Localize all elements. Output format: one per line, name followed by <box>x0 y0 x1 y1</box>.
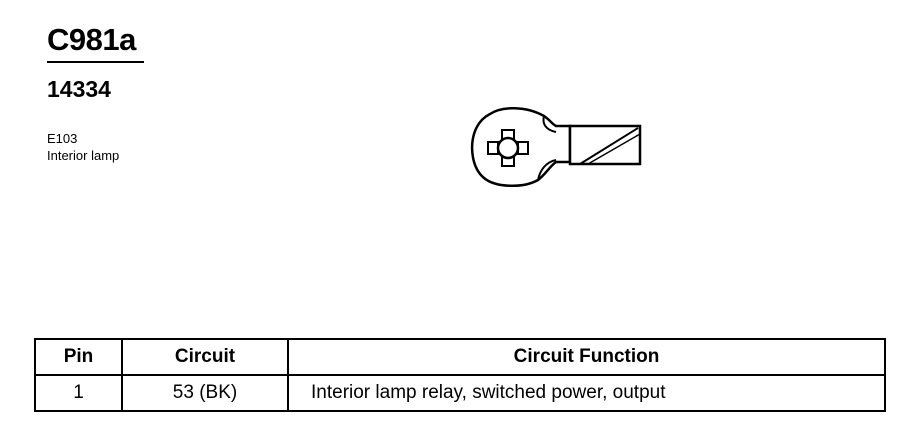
table-header-row: Pin Circuit Circuit Function <box>34 338 886 376</box>
connector-description: Interior lamp <box>47 148 120 163</box>
header-pin: Pin <box>34 338 123 376</box>
pin-cell: 1 <box>34 374 123 412</box>
part-number: 14334 <box>47 76 111 102</box>
circuit-function-cell: Interior lamp relay, switched power, out… <box>287 374 886 412</box>
single-pin-ring-terminal-icon <box>470 107 642 187</box>
circuit-cell: 53 (BK) <box>121 374 289 412</box>
table-row: 1 53 (BK) Interior lamp relay, switched … <box>34 374 886 412</box>
header-circuit-function: Circuit Function <box>287 338 886 376</box>
location-code: E103 <box>47 131 78 146</box>
connector-id: C981a <box>47 22 136 57</box>
title-underline <box>47 61 144 63</box>
header-circuit: Circuit <box>121 338 289 376</box>
pin-table: Pin Circuit Circuit Function 1 53 (BK) I… <box>34 338 886 412</box>
